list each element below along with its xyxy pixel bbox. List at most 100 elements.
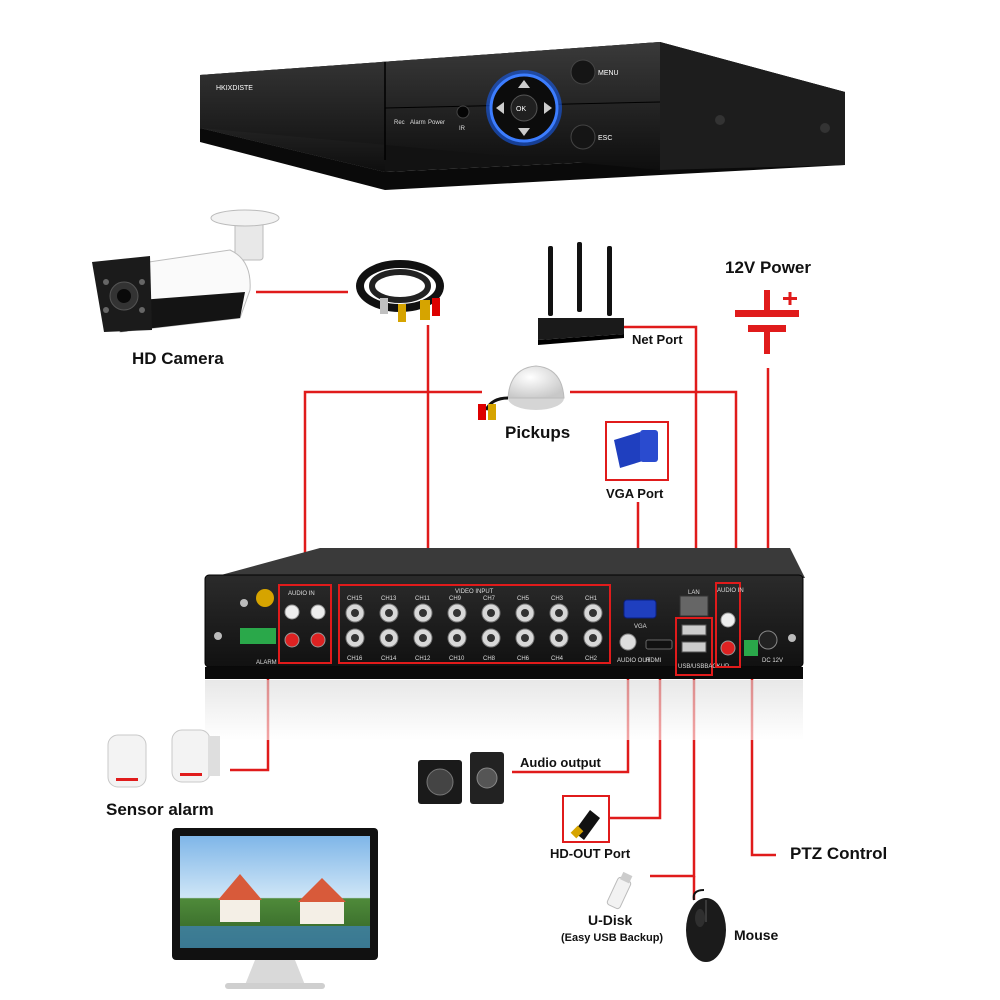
speakers-image bbox=[418, 752, 504, 804]
led-label-alarm: Alarm bbox=[410, 120, 426, 126]
screw-icon bbox=[820, 123, 830, 133]
ir-receiver bbox=[456, 105, 470, 119]
warning-sticker-icon bbox=[256, 589, 274, 607]
bnc-connector-pin bbox=[453, 609, 461, 617]
dc-power-jack[interactable] bbox=[758, 630, 778, 650]
audio-in-right-box bbox=[715, 582, 741, 668]
bnc-connector-pin bbox=[385, 634, 393, 642]
rca-jack[interactable] bbox=[310, 632, 326, 648]
bnc-connector-pin bbox=[555, 609, 563, 617]
usb-box bbox=[675, 617, 713, 676]
audio-in-left-label: AUDIO IN bbox=[288, 591, 315, 597]
line-pickup-to-audio-in-left bbox=[303, 390, 482, 588]
video-input-box bbox=[338, 584, 611, 664]
arrow-left-icon[interactable] bbox=[496, 102, 504, 114]
arrow-down-icon[interactable] bbox=[518, 128, 530, 136]
esc-button[interactable] bbox=[570, 124, 596, 150]
channel-label: CH11 bbox=[415, 596, 431, 602]
channel-label: CH12 bbox=[415, 656, 431, 662]
led-label-rec: Rec bbox=[394, 120, 405, 126]
sensor-alarm-label: Sensor alarm bbox=[106, 800, 214, 819]
menu-button[interactable] bbox=[570, 59, 596, 85]
screw-icon bbox=[214, 632, 222, 640]
power-12v-label: 12V Power bbox=[725, 258, 811, 277]
lan-port[interactable] bbox=[679, 595, 709, 617]
screw-icon bbox=[715, 115, 725, 125]
bnc-connector-pin bbox=[453, 634, 461, 642]
ok-button[interactable] bbox=[510, 94, 538, 122]
bnc-connector-pin bbox=[385, 609, 393, 617]
router-image bbox=[538, 242, 624, 345]
menu-label: MENU bbox=[598, 70, 619, 77]
channel-label: CH9 bbox=[449, 596, 462, 602]
alarm-label: ALARM bbox=[256, 660, 277, 666]
channel-label: CH16 bbox=[347, 656, 363, 662]
audio-out-label: AUDIO OUT bbox=[617, 658, 651, 664]
rca-jack[interactable] bbox=[284, 632, 300, 648]
hdmi-cable-image bbox=[562, 795, 610, 843]
channel-label: CH1 bbox=[585, 596, 598, 602]
power-symbol-icon bbox=[735, 290, 799, 354]
lan-label: LAN bbox=[688, 590, 700, 596]
channel-label: CH5 bbox=[517, 596, 530, 602]
alarm-terminal-block[interactable] bbox=[240, 628, 276, 644]
ir-label: IR bbox=[459, 126, 466, 132]
channel-label: CH15 bbox=[347, 596, 363, 602]
bnc-row-top: CH15 CH13 CH11 CH9 CH7 CH5 CH3 CH1 bbox=[345, 596, 603, 623]
audio-in-left-box bbox=[278, 584, 332, 664]
dc-label: DC 12V bbox=[762, 658, 783, 664]
net-port-label: Net Port bbox=[632, 332, 683, 347]
bnc-connector-pin bbox=[419, 634, 427, 642]
rca-jack[interactable] bbox=[284, 604, 300, 620]
line-pickup-to-audio-in-right bbox=[570, 390, 738, 588]
u-disk-label: U-Disk bbox=[588, 912, 633, 928]
brand-logo: HKIXDISTE bbox=[216, 85, 253, 92]
hdmi-connector[interactable] bbox=[645, 639, 673, 650]
arrow-up-icon[interactable] bbox=[518, 80, 530, 88]
screw-icon bbox=[240, 599, 248, 607]
dvr-front-panel: HKIXDISTE Rec Alarm Power IR OK MENU ESC bbox=[200, 42, 845, 190]
line-router-to-lan bbox=[624, 325, 698, 590]
rca-jack[interactable] bbox=[310, 604, 326, 620]
vga-label: VGA bbox=[634, 624, 647, 630]
usb-port[interactable] bbox=[681, 641, 707, 653]
usb-label: USB/USBBACKUP bbox=[678, 664, 729, 670]
usb-port[interactable] bbox=[681, 624, 707, 636]
led-label-power: Power bbox=[428, 120, 445, 126]
channel-label: CH14 bbox=[381, 656, 397, 662]
hd-camera-image bbox=[92, 209, 280, 333]
video-input-label: VIDEO INPUT bbox=[455, 589, 494, 595]
channel-label: CH2 bbox=[585, 656, 598, 662]
ptz-terminal-block[interactable] bbox=[744, 640, 758, 656]
pickup-microphone-image bbox=[478, 365, 565, 420]
audio-out-jack[interactable] bbox=[619, 633, 637, 651]
channel-label: CH3 bbox=[551, 596, 564, 602]
bnc-connector-pin bbox=[487, 609, 495, 617]
arrow-right-icon[interactable] bbox=[544, 102, 552, 114]
channel-label: CH7 bbox=[483, 596, 496, 602]
hd-camera-label: HD Camera bbox=[132, 349, 224, 368]
channel-label: CH6 bbox=[517, 656, 530, 662]
ok-label: OK bbox=[516, 106, 526, 113]
bnc-connector-pin bbox=[521, 634, 529, 642]
channel-label: CH8 bbox=[483, 656, 496, 662]
ptz-control-label: PTZ Control bbox=[790, 844, 888, 863]
u-disk-image bbox=[606, 871, 633, 910]
audio-in-right-label: AUDIO IN bbox=[717, 588, 744, 594]
rca-jack[interactable] bbox=[720, 640, 736, 656]
bnc-connector-pin bbox=[589, 609, 597, 617]
mouse-label: Mouse bbox=[734, 927, 779, 943]
vga-connector[interactable] bbox=[623, 599, 657, 619]
channel-label: CH13 bbox=[381, 596, 397, 602]
vga-port-image bbox=[605, 421, 669, 481]
bnc-connector-pin bbox=[487, 634, 495, 642]
connector-lines bbox=[230, 290, 776, 900]
rear-panel-reflection bbox=[205, 680, 803, 740]
bnc-connector-pin bbox=[351, 609, 359, 617]
sensor-alarm-image bbox=[107, 729, 220, 788]
monitor-image bbox=[172, 828, 378, 989]
rca-jack[interactable] bbox=[720, 612, 736, 628]
screw-icon bbox=[788, 634, 796, 642]
